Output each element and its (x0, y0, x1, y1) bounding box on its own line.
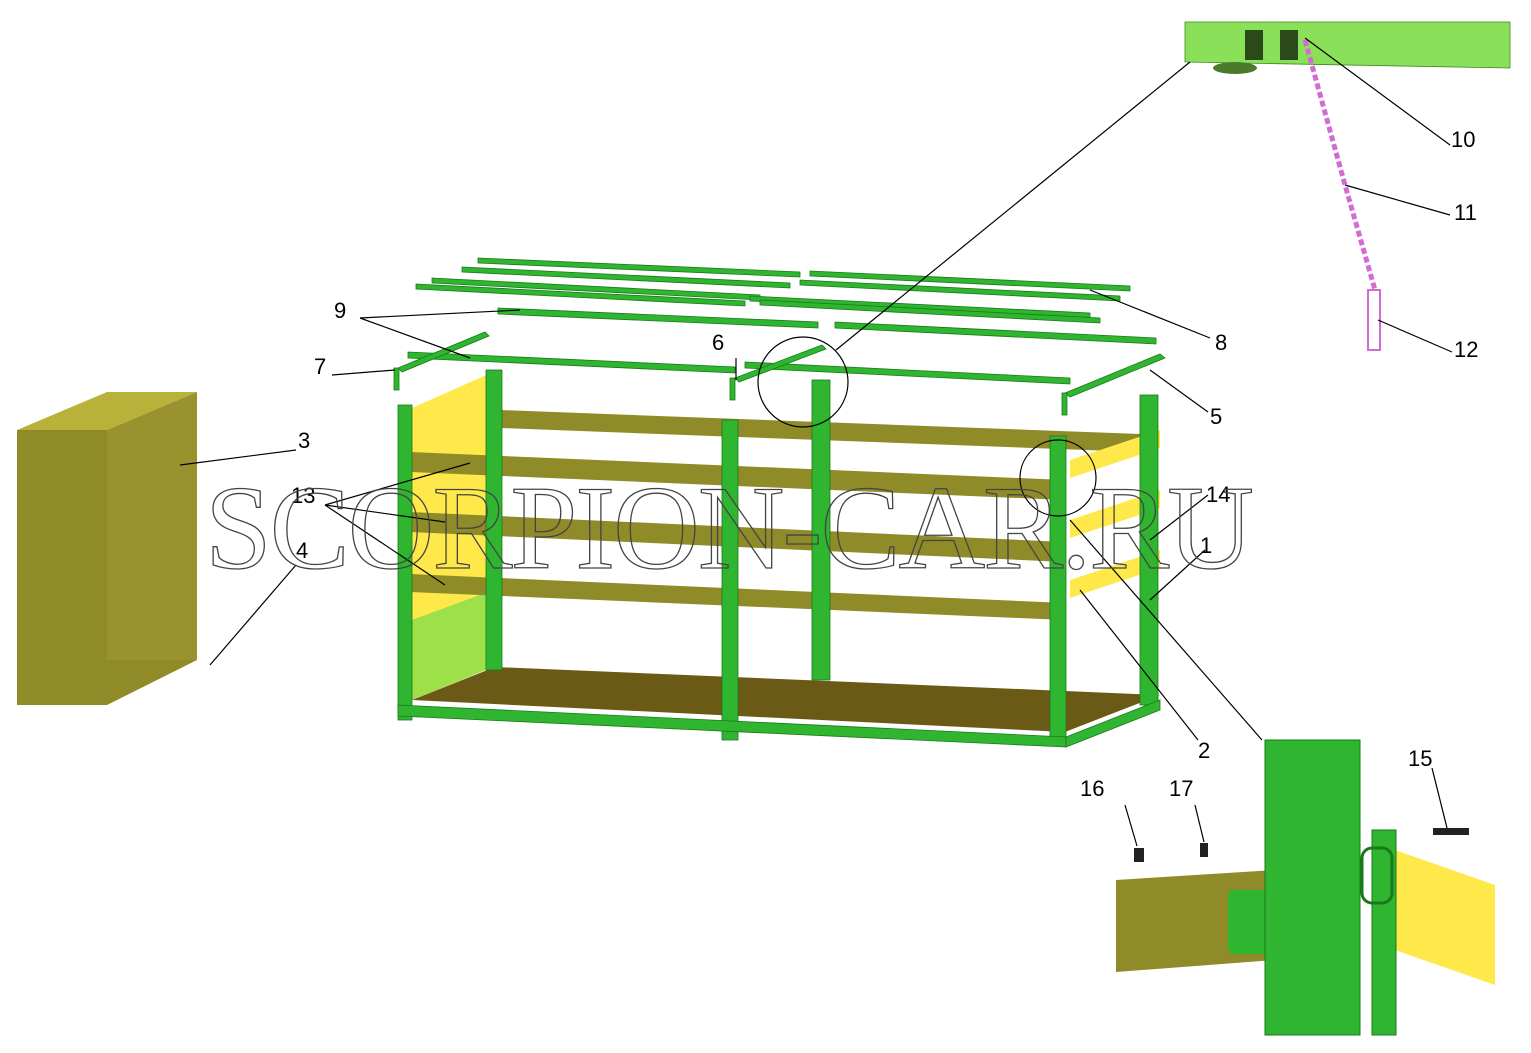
callout-10: 10 (1451, 127, 1475, 152)
detail-top-right (1184, 21, 1511, 351)
callout-2: 2 (1198, 738, 1210, 763)
detail-bottom-right (1116, 739, 1495, 1036)
floor-panel (412, 667, 1160, 732)
roof-end-pieces (393, 331, 1166, 416)
leader-lines (179, 37, 1453, 847)
callout-14: 14 (1206, 482, 1230, 507)
callout-6: 6 (712, 330, 724, 355)
body-frame (397, 369, 1161, 748)
callouts: 1 2 3 4 5 6 7 8 9 10 11 12 13 14 15 16 1… (291, 127, 1478, 801)
detail-circle-b (1019, 439, 1097, 517)
callout-3: 3 (298, 428, 310, 453)
callout-13: 13 (291, 483, 315, 508)
roof-rails (407, 257, 1157, 385)
callout-17: 17 (1169, 776, 1193, 801)
callout-9: 9 (334, 298, 346, 323)
callout-8: 8 (1215, 330, 1227, 355)
side-shield (17, 392, 197, 705)
callout-12: 12 (1454, 337, 1478, 362)
callout-11: 11 (1454, 200, 1477, 225)
bottom-rails (397, 699, 1161, 748)
callout-16: 16 (1080, 776, 1104, 801)
callout-5: 5 (1210, 404, 1222, 429)
callout-1: 1 (1200, 533, 1212, 558)
callout-4: 4 (296, 538, 308, 563)
watermark: SCORPION-CAR.RU (205, 461, 1252, 594)
hardware (1134, 828, 1469, 862)
callout-7: 7 (314, 354, 326, 379)
posts (397, 369, 1159, 747)
detail-circle-a (757, 336, 849, 428)
callout-15: 15 (1408, 746, 1432, 771)
